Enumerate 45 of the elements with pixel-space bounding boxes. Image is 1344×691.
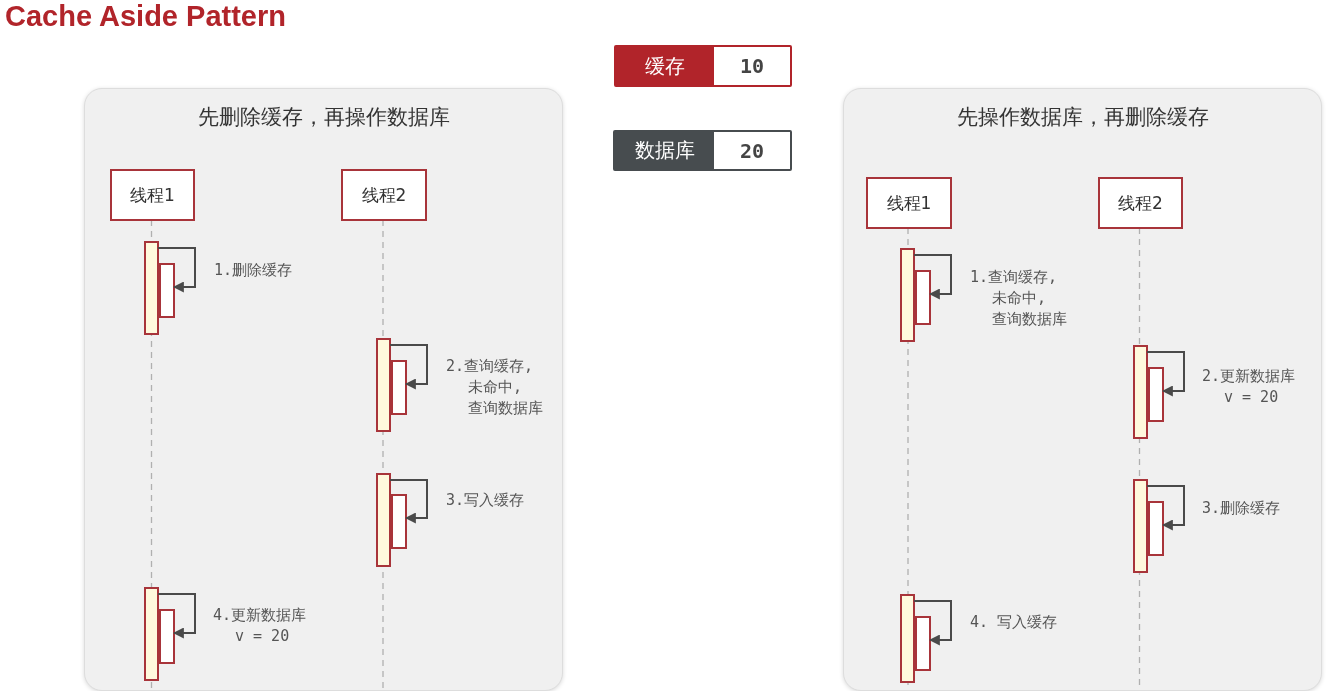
activation-bar xyxy=(1133,479,1148,573)
edge-label: 1.删除缓存 xyxy=(214,260,294,281)
edge-label: 2.更新数据库 v = 20 xyxy=(1202,366,1297,408)
activation-bar xyxy=(376,338,391,432)
panel-title: 先操作数据库，再删除缓存 xyxy=(956,104,1209,131)
arrow xyxy=(913,600,952,646)
arrow xyxy=(1146,485,1185,531)
participant-box: 线程1 xyxy=(110,169,195,221)
activation-bar xyxy=(144,241,159,335)
key-label: 缓存 xyxy=(616,47,714,85)
arrow xyxy=(389,344,428,390)
activation-bar xyxy=(1148,501,1164,556)
key-label: 数据库 xyxy=(615,132,714,169)
edge-label: 3.删除缓存 xyxy=(1202,498,1282,519)
diagram-title: Cache Aside Pattern xyxy=(5,0,286,33)
activation-bar xyxy=(144,587,159,681)
activation-bar xyxy=(915,270,931,325)
edge-label: 2.查询缓存,未命中,查询数据库 xyxy=(446,356,544,419)
arrow xyxy=(389,479,428,524)
activation-bar xyxy=(159,609,175,664)
activation-bar xyxy=(159,263,175,318)
activation-bar xyxy=(915,616,931,671)
edge-label: 3.写入缓存 xyxy=(446,490,526,511)
activation-bar xyxy=(376,473,391,567)
panel-title: 先删除缓存，再操作数据库 xyxy=(197,104,450,131)
participant-box: 线程2 xyxy=(1098,177,1183,229)
panel xyxy=(84,88,563,691)
edge-label: 4.更新数据库 v = 20 xyxy=(213,605,308,647)
activation-bar xyxy=(391,360,407,415)
edge-label: 4. 写入缓存 xyxy=(970,612,1059,633)
panel xyxy=(843,88,1322,691)
arrow xyxy=(157,593,196,639)
arrow xyxy=(157,247,196,293)
arrow xyxy=(1146,351,1185,397)
activation-bar xyxy=(1148,367,1164,422)
value-box xyxy=(613,130,792,171)
participant-box: 线程2 xyxy=(341,169,427,221)
edge-label: 1.查询缓存,未命中,查询数据库 xyxy=(970,267,1068,330)
activation-bar xyxy=(1133,345,1148,439)
value-box xyxy=(614,45,792,87)
participant-box: 线程1 xyxy=(866,177,952,229)
activation-bar xyxy=(391,494,407,549)
arrow xyxy=(913,254,952,300)
activation-bar xyxy=(900,248,915,342)
activation-bar xyxy=(900,594,915,683)
